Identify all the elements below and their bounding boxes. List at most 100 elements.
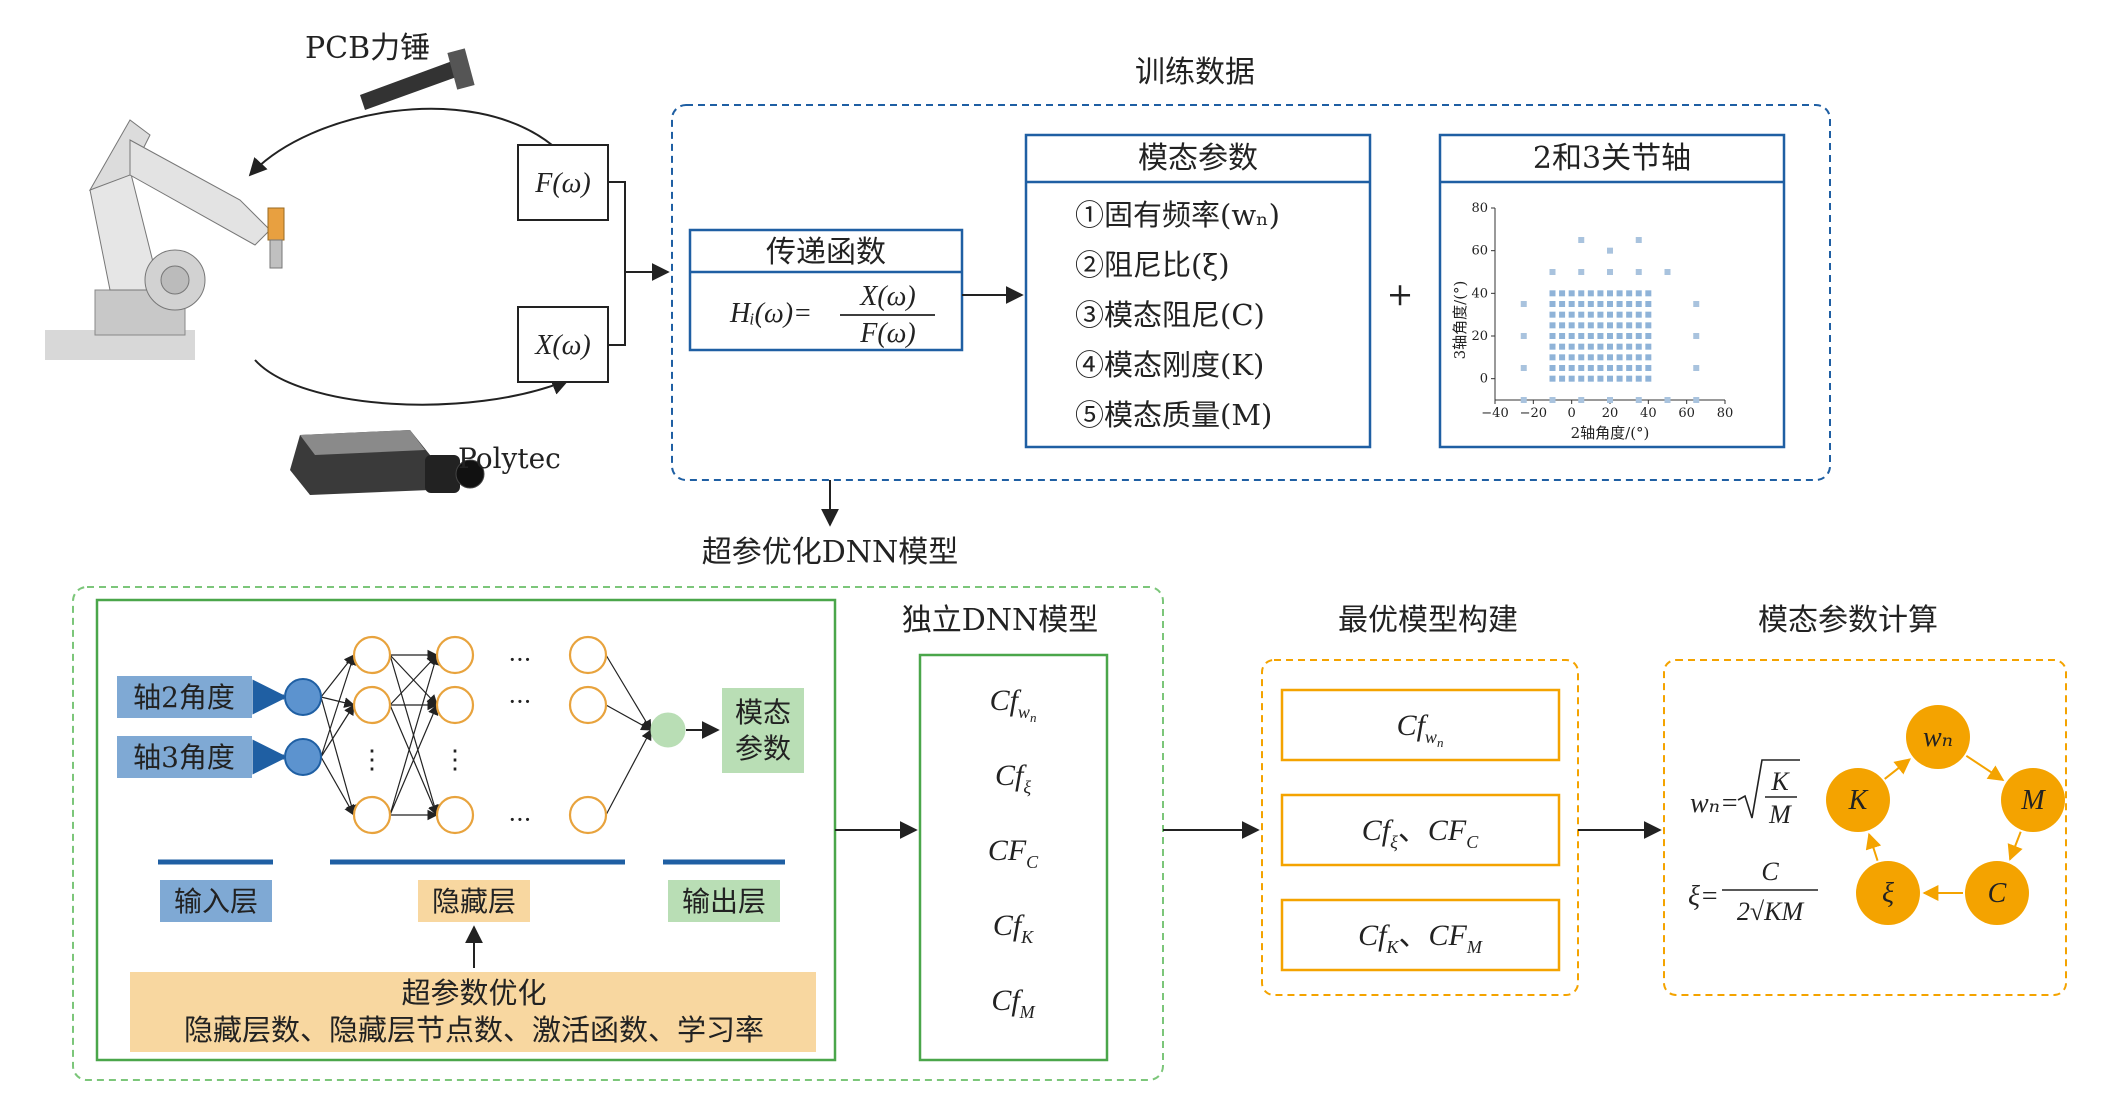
scatter-ylabel: 3轴角度/(°): [1451, 281, 1469, 360]
scatter-point: [1607, 269, 1613, 275]
scatter-point: [1549, 375, 1556, 382]
scatter-point: [1626, 354, 1633, 361]
transfer-function-box: [688, 228, 964, 352]
optimal-frame: [1261, 659, 1579, 996]
scatter-point: [1587, 290, 1594, 297]
scatter-point: [1635, 290, 1642, 297]
scatter-point: [1559, 290, 1566, 297]
independent-title: 独立DNN模型: [902, 603, 1099, 638]
scatter-point: [1645, 333, 1652, 339]
formula1-num: K: [1770, 767, 1790, 796]
input-layer-box: [160, 880, 272, 922]
transfer-numerator: X(ω): [859, 281, 916, 312]
scatter-point: [1578, 365, 1585, 371]
cycle-arrow: [2007, 831, 2023, 861]
scatter-point: [1578, 269, 1585, 275]
scatter-point: [1626, 311, 1633, 318]
calc-title: 模态参数计算: [1758, 603, 1938, 638]
optimal-box-label: CfK、CFM: [1358, 919, 1483, 957]
hidden-layer-label: 隐藏层: [432, 885, 516, 918]
hyper-items: 隐藏层数、隐藏层节点数、激活函数、学习率: [184, 1013, 764, 1047]
cycle-node: [2001, 768, 2065, 832]
scatter-point: [1607, 311, 1613, 318]
scatter-point: [1587, 375, 1594, 382]
calc-frame: [1663, 659, 2067, 996]
scatter-point: [1597, 375, 1604, 382]
scatter-y-tick-label: 40: [1471, 286, 1488, 301]
hidden-node: [352, 635, 392, 675]
formula1-lhs: wₙ=: [1690, 788, 1739, 819]
cycle-node-label: M: [2020, 785, 2046, 816]
cycle-node-label: wₙ: [1923, 722, 1953, 753]
scatter-point: [1597, 301, 1604, 307]
scatter-point: [1587, 311, 1594, 318]
scatter-point: [1520, 365, 1527, 371]
scatter-point: [1664, 269, 1671, 275]
formula2-den: 2√KM: [1737, 897, 1805, 926]
modal-item: ⑤模态质量(M): [1075, 398, 1272, 432]
scatter-point: [1559, 322, 1566, 329]
scatter-point: [1597, 311, 1604, 318]
modal-item: ②阻尼比(ξ): [1075, 248, 1230, 282]
scatter-point: [1578, 343, 1585, 350]
hyper-title: 超参数优化: [401, 976, 546, 1010]
scatter-x-tick-label: 80: [1717, 406, 1734, 421]
scatter-point: [1616, 343, 1623, 350]
scatter-point: [1607, 301, 1613, 307]
scatter-point: [1549, 322, 1556, 329]
scatter-x-tick-label: −20: [1520, 406, 1547, 421]
hidden-dots: ···: [509, 688, 532, 716]
hyper-box: [130, 972, 816, 1052]
scatter-point: [1626, 375, 1633, 382]
cycle-node-label: K: [1848, 785, 1869, 816]
input-layer-label: 输入层: [174, 885, 258, 918]
input-node: [284, 678, 322, 716]
scatter-point: [1616, 365, 1623, 371]
force-box: [517, 144, 609, 221]
scatter-point: [1549, 365, 1556, 371]
scatter-x-tick-label: 20: [1602, 406, 1619, 421]
scatter-y-tick-label: 0: [1480, 372, 1488, 387]
cycle-node: [1826, 768, 1890, 832]
scatter-point: [1635, 354, 1642, 361]
scatter-point: [1645, 290, 1652, 297]
training-data-frame: [671, 104, 1831, 481]
optimal-box: [1280, 793, 1561, 867]
optimal-box-label: Cfξ、CFC: [1362, 814, 1479, 852]
scatter-y-tick-label: 80: [1471, 201, 1488, 216]
formula2-num: C: [1761, 857, 1779, 886]
network-edges: [320, 649, 652, 821]
scatter-y-tick-label: 20: [1471, 329, 1488, 344]
optimal-title: 最优模型构建: [1338, 603, 1518, 638]
modal-title: 模态参数: [1138, 141, 1258, 176]
scatter-point: [1559, 354, 1566, 361]
scatter-point: [1626, 343, 1633, 350]
scatter-point: [1559, 343, 1566, 350]
transfer-denominator: F(ω): [859, 318, 916, 349]
scatter-point: [1568, 290, 1575, 297]
scatter-point: [1607, 343, 1613, 350]
output-node: [650, 712, 686, 748]
scatter-point: [1578, 301, 1585, 307]
scatter-point: [1549, 354, 1556, 361]
scatter-point: [1616, 290, 1623, 297]
scatter-point: [1664, 397, 1671, 403]
response-arrow: [254, 359, 570, 406]
scatter-point: [1607, 333, 1613, 339]
cycle-node: [1965, 861, 2029, 925]
scatter-point: [1568, 322, 1575, 329]
scatter-point: [1568, 311, 1575, 318]
scatter-point: [1597, 322, 1604, 329]
scatter-point: [1549, 333, 1556, 339]
hidden-node: [568, 795, 608, 835]
scatter-point: [1635, 322, 1642, 329]
scatter-point: [1578, 290, 1585, 297]
scatter-y-tick-label: 60: [1471, 244, 1488, 259]
input-angle-3-label: 轴3角度: [133, 741, 235, 774]
axis-plot-title: 2和3关节轴: [1533, 141, 1691, 176]
scatter-point: [1597, 333, 1604, 339]
scatter-point: [1635, 269, 1642, 275]
dnn-title: 超参优化DNN模型: [702, 535, 959, 570]
